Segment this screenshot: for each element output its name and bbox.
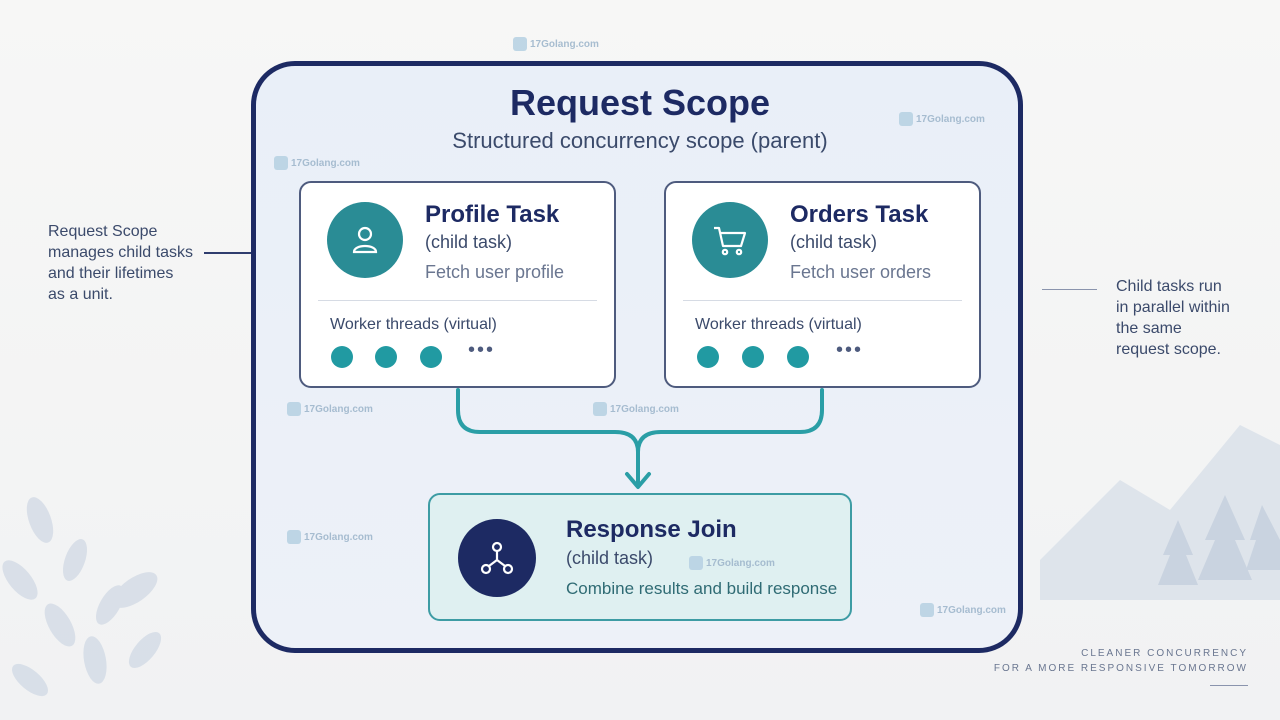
task-subtitle: (child task) bbox=[790, 232, 878, 252]
join-title: Response Join bbox=[566, 516, 737, 543]
thread-dot bbox=[331, 346, 353, 368]
tagline-rule bbox=[1210, 685, 1248, 686]
left-connector-line bbox=[204, 252, 252, 254]
watermark: 17Golang.com bbox=[274, 156, 360, 170]
user-icon bbox=[327, 202, 403, 278]
card-divider bbox=[683, 300, 962, 301]
right-connector-line bbox=[1042, 289, 1097, 290]
more-threads-indicator: ••• bbox=[468, 339, 496, 361]
right-annotation: Child tasks run in parallel within the s… bbox=[1116, 278, 1230, 358]
thread-dot bbox=[787, 346, 809, 368]
leaves-decoration bbox=[2, 497, 162, 697]
join-subtitle: (child task) bbox=[566, 548, 654, 568]
watermark-logo-icon bbox=[274, 156, 288, 170]
task-subtitle: (child task) bbox=[425, 232, 513, 252]
task-title: Orders Task bbox=[790, 201, 929, 228]
left-annotation: Request Scope manages child tasks and th… bbox=[48, 223, 193, 303]
tagline: CLEANER CONCURRENCY FOR A MORE RESPONSIV… bbox=[994, 646, 1248, 676]
task-title: Profile Task bbox=[425, 201, 560, 228]
threads-label: Worker threads (virtual) bbox=[695, 316, 862, 333]
thread-dot bbox=[697, 346, 719, 368]
thread-dot bbox=[375, 346, 397, 368]
orders-task-card: Orders Task (child task) Fetch user orde… bbox=[664, 181, 981, 388]
watermark: 17Golang.com bbox=[689, 556, 775, 570]
watermark-logo-icon bbox=[689, 556, 703, 570]
watermark: 17Golang.com bbox=[593, 402, 679, 416]
watermark-logo-icon bbox=[513, 37, 527, 51]
trees-decoration bbox=[1158, 495, 1280, 585]
scope-subtitle: Structured concurrency scope (parent) bbox=[452, 128, 828, 153]
watermark: 17Golang.com bbox=[287, 402, 373, 416]
watermark-logo-icon bbox=[287, 402, 301, 416]
watermark: 17Golang.com bbox=[287, 530, 373, 544]
watermark: 17Golang.com bbox=[899, 112, 985, 126]
task-description: Fetch user orders bbox=[790, 262, 932, 282]
watermark-logo-icon bbox=[287, 530, 301, 544]
watermark-logo-icon bbox=[920, 603, 934, 617]
tagline-line-2: FOR A MORE RESPONSIVE TOMORROW bbox=[993, 663, 1248, 674]
watermark: 17Golang.com bbox=[513, 37, 599, 51]
cart-icon bbox=[692, 202, 768, 278]
threads-label: Worker threads (virtual) bbox=[330, 316, 497, 333]
thread-dot bbox=[742, 346, 764, 368]
task-description: Fetch user profile bbox=[425, 262, 565, 282]
merge-icon bbox=[458, 519, 536, 597]
watermark-logo-icon bbox=[899, 112, 913, 126]
scope-title: Request Scope bbox=[509, 82, 771, 123]
card-divider bbox=[318, 300, 597, 301]
watermark-logo-icon bbox=[593, 402, 607, 416]
watermark: 17Golang.com bbox=[920, 603, 1006, 617]
more-threads-indicator: ••• bbox=[836, 339, 864, 361]
join-description: Combine results and build response bbox=[566, 579, 838, 598]
thread-dot bbox=[420, 346, 442, 368]
tagline-line-1: CLEANER CONCURRENCY bbox=[1081, 648, 1248, 659]
response-join-card: Response Join (child task) Combine resul… bbox=[428, 493, 852, 621]
profile-task-card: Profile Task (child task) Fetch user pro… bbox=[299, 181, 616, 388]
